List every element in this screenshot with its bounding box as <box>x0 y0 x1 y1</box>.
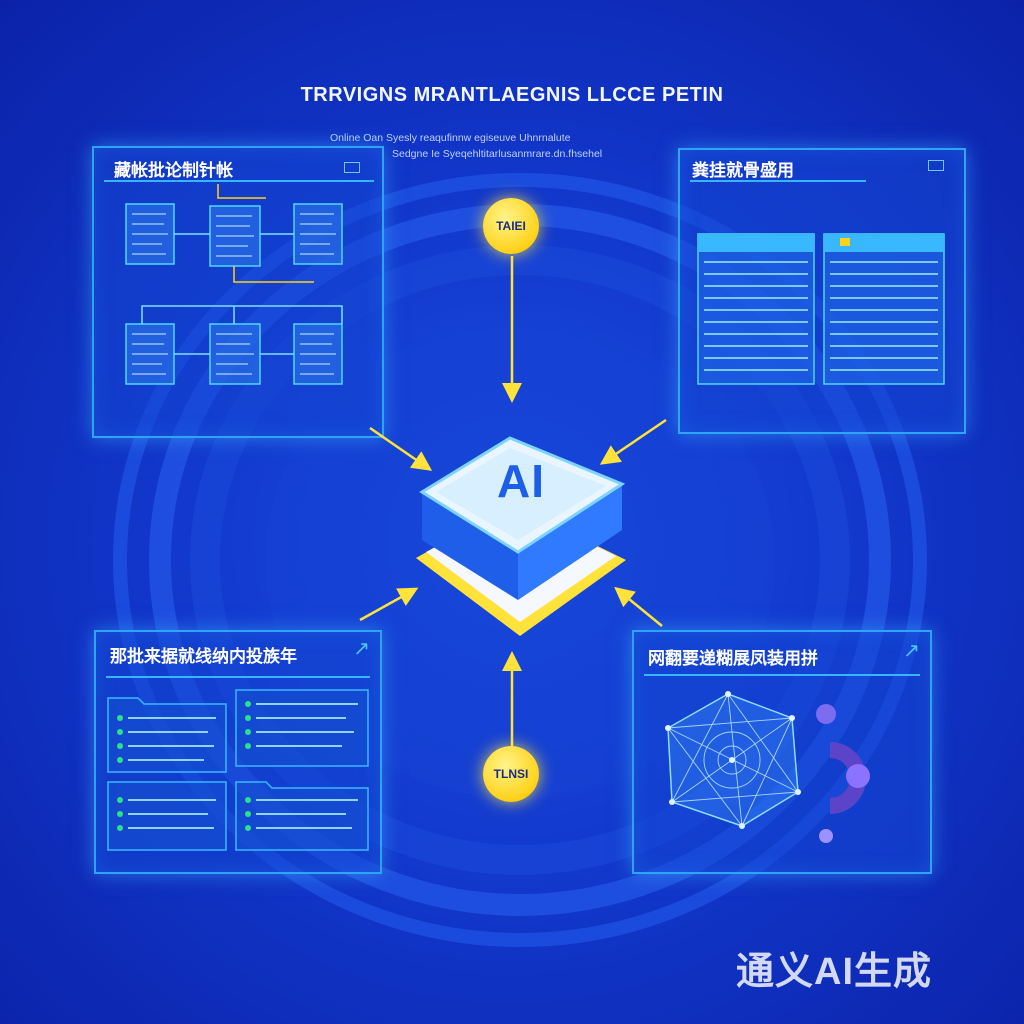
page-title: TRRVIGNS MRANTLAEGNIS LLCCE PETIN <box>300 84 724 106</box>
panel-task-lists[interactable]: 那批来据就线纳内投族年 ↗ <box>94 630 382 874</box>
panel-data-tables-title: 粪挂就骨盛用 <box>692 161 794 180</box>
subtitle-line-1: Online Oan Syesly reaqufinnw egiseuve Uh… <box>330 132 571 144</box>
network-graphic <box>665 691 870 843</box>
panel-divider <box>690 180 866 182</box>
panel-divider <box>104 180 374 182</box>
badge-bottom-label: TLNSI <box>493 767 529 781</box>
window-icon <box>344 162 360 173</box>
badge-top: TAIEI <box>483 198 539 254</box>
panel-network[interactable]: 网翻要递糊展凤装用拼 ↗ <box>632 630 932 874</box>
window-icon <box>928 160 944 171</box>
panel-data-tables[interactable]: 粪挂就骨盛用 <box>678 148 966 434</box>
panel-flowchart-title: 藏帐批论制针帐 <box>114 161 233 180</box>
panel-network-title: 网翻要递糊展凤装用拼 <box>648 649 818 668</box>
expand-icon: ↗ <box>903 640 920 662</box>
subtitle-line-2: Sedgne Ie Syeqehltitarlusanmrare.dn.fhse… <box>392 148 603 161</box>
task-list-graphic <box>107 689 369 851</box>
panel-flowchart[interactable]: 藏帐批论制针帐 <box>92 146 384 438</box>
data-table-graphic <box>697 233 945 385</box>
ai-label: AI <box>497 455 545 507</box>
panel-divider <box>106 676 370 678</box>
badge-top-label: TAIEI <box>496 219 526 233</box>
expand-icon: ↗ <box>353 638 370 660</box>
panel-divider <box>644 674 920 676</box>
watermark: 通义AI生成 <box>736 951 933 993</box>
page-subtitle: Online Oan Syesly reaqufinnw egiseuve Uh… <box>330 130 690 163</box>
badge-bottom: TLNSI <box>483 746 539 802</box>
panel-task-lists-title: 那批来据就线纳内投族年 <box>110 647 297 666</box>
flowchart-diagram <box>125 184 343 385</box>
